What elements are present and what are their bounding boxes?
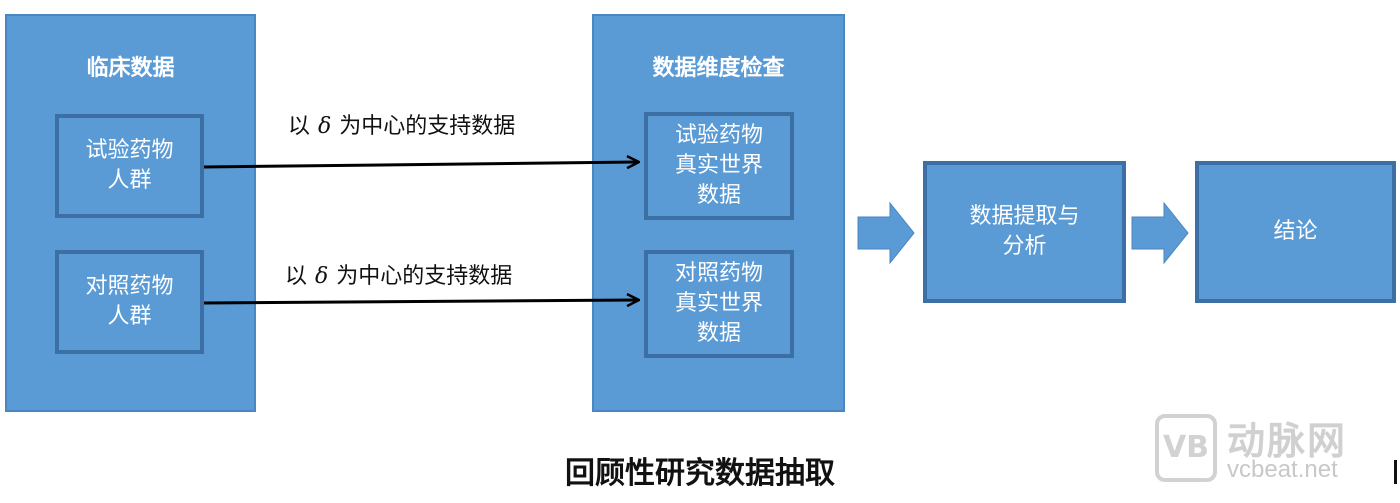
control-drug-population-label: 对照药物 人群: [85, 274, 174, 329]
block-arrow-to-conclusion: [1131, 201, 1189, 265]
block-arrow-to-extraction: [857, 201, 915, 265]
dimension-check-title: 数据维度检查: [652, 56, 785, 81]
watermark-url: vcbeat.net: [1227, 456, 1338, 483]
conclusion-label: 结论: [1273, 219, 1318, 244]
control-drug-rwd-box: 对照药物 真实世界 数据: [644, 250, 794, 358]
trial-support-prefix: 以: [288, 114, 311, 139]
vcbeat-logo-icon: VB: [1155, 414, 1217, 482]
extraction-analysis-box: 数据提取与 分析: [923, 161, 1126, 303]
conclusion-box: 结论: [1195, 161, 1396, 303]
watermark-name: 动脉网: [1227, 419, 1348, 463]
control-support-arrow: [203, 300, 638, 303]
edge-mark: [1394, 460, 1397, 484]
trial-drug-population-box: 试验药物 人群: [55, 114, 204, 218]
control-support-suffix: 为中心的支持数据: [336, 264, 513, 289]
diagram-caption: 回顾性研究数据抽取: [565, 456, 835, 491]
control-support-prefix: 以: [285, 264, 308, 289]
trial-support-arrow: [203, 162, 638, 167]
trial-drug-rwd-label: 试验药物 真实世界 数据: [674, 123, 763, 208]
clinical-data-title: 临床数据: [86, 56, 175, 81]
trial-support-suffix: 为中心的支持数据: [339, 114, 516, 139]
vcbeat-watermark: VB 动脉网 vcbeat.net: [1155, 410, 1385, 490]
control-drug-rwd-label: 对照药物 真实世界 数据: [674, 261, 763, 346]
control-support-delta: δ: [315, 264, 329, 289]
trial-support-delta: δ: [318, 114, 332, 139]
trial-drug-population-label: 试验药物 人群: [85, 138, 174, 193]
trial-drug-rwd-box: 试验药物 真实世界 数据: [644, 112, 794, 220]
extraction-analysis-label: 数据提取与 分析: [969, 204, 1080, 259]
control-drug-population-box: 对照药物 人群: [55, 250, 204, 354]
